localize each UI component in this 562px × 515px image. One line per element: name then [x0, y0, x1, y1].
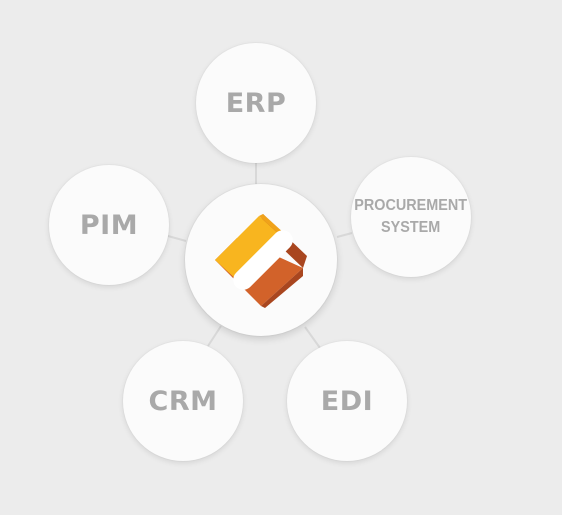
edi-label: EDI	[320, 385, 374, 417]
procurement-label-line1: PROCUREMENT	[354, 197, 468, 214]
logo-white-bar	[233, 230, 293, 290]
crm-label: CRM	[148, 385, 218, 417]
pim-node[interactable]: PIM	[49, 165, 169, 285]
connector-edi	[304, 326, 321, 349]
procurement-label-line2: SYSTEM	[381, 219, 441, 236]
procurement-system-label: PROCUREMENT SYSTEM	[355, 195, 468, 239]
crm-node[interactable]: CRM	[123, 341, 243, 461]
logo-yellow-half	[215, 216, 281, 280]
connector-procurement	[336, 232, 353, 238]
pim-label: PIM	[79, 209, 139, 241]
logo-yellow-edge	[259, 214, 285, 236]
erp-node[interactable]: ERP	[196, 43, 316, 163]
diamond-logo-icon	[215, 214, 307, 308]
erp-label: ERP	[225, 87, 287, 119]
logo-orange-lower-edge	[261, 268, 303, 308]
connector-crm	[207, 325, 222, 347]
edi-node[interactable]: EDI	[287, 341, 407, 461]
connector-pim	[167, 235, 187, 242]
procurement-system-node[interactable]: PROCUREMENT SYSTEM	[351, 157, 471, 277]
